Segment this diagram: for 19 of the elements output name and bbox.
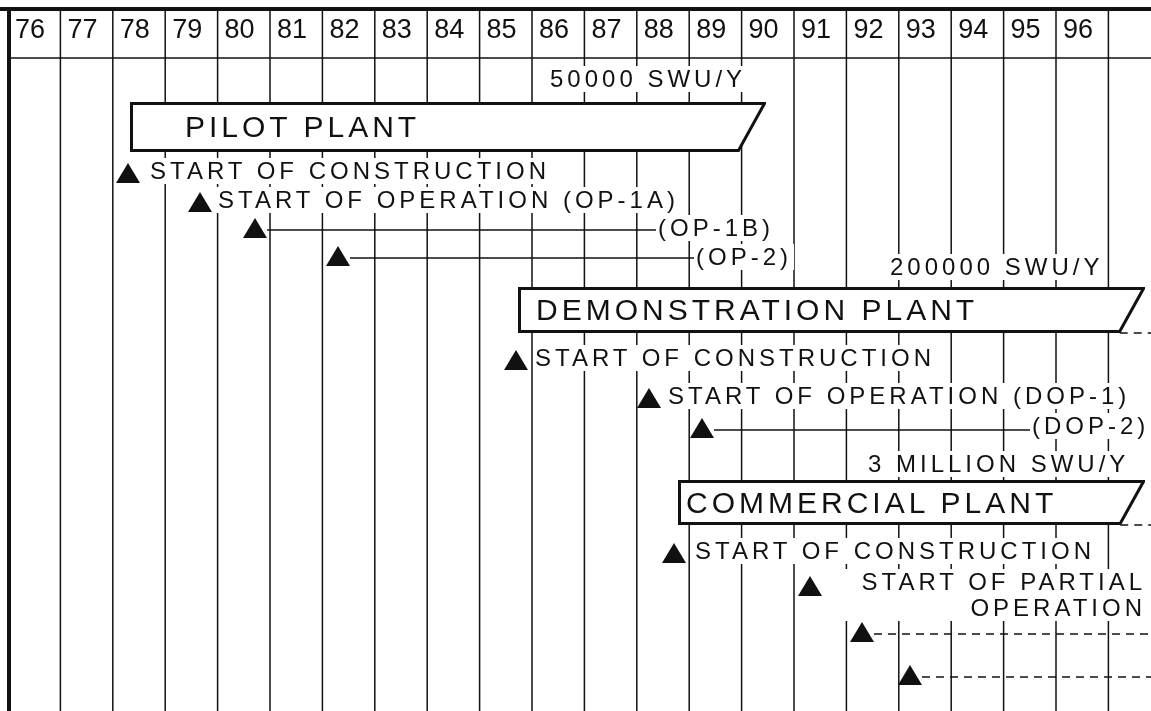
phase-label: (OP-2): [694, 244, 794, 270]
dashed-leader-line: [1119, 524, 1151, 526]
timeline-bar: [518, 287, 1145, 333]
triangle-marker: [690, 418, 714, 438]
leader-line: [713, 429, 1031, 431]
triangle-marker: [243, 218, 267, 238]
triangle-marker: [850, 622, 874, 642]
triangle-marker: [898, 665, 922, 685]
timeline-bar: [130, 102, 766, 152]
timeline-bar: [678, 480, 1145, 525]
dashed-leader-line: [921, 676, 1151, 678]
bar-label: DEMONSTRATION PLANT: [536, 295, 979, 325]
leader-line: [349, 257, 695, 259]
dashed-leader-line: [1119, 332, 1151, 334]
dashed-leader-line: [873, 633, 1151, 635]
leader-line: [266, 229, 657, 231]
bar-label: PILOT PLANT: [185, 112, 421, 142]
triangle-marker: [326, 246, 350, 266]
bar-label: COMMERCIAL PLANT: [686, 487, 1058, 518]
